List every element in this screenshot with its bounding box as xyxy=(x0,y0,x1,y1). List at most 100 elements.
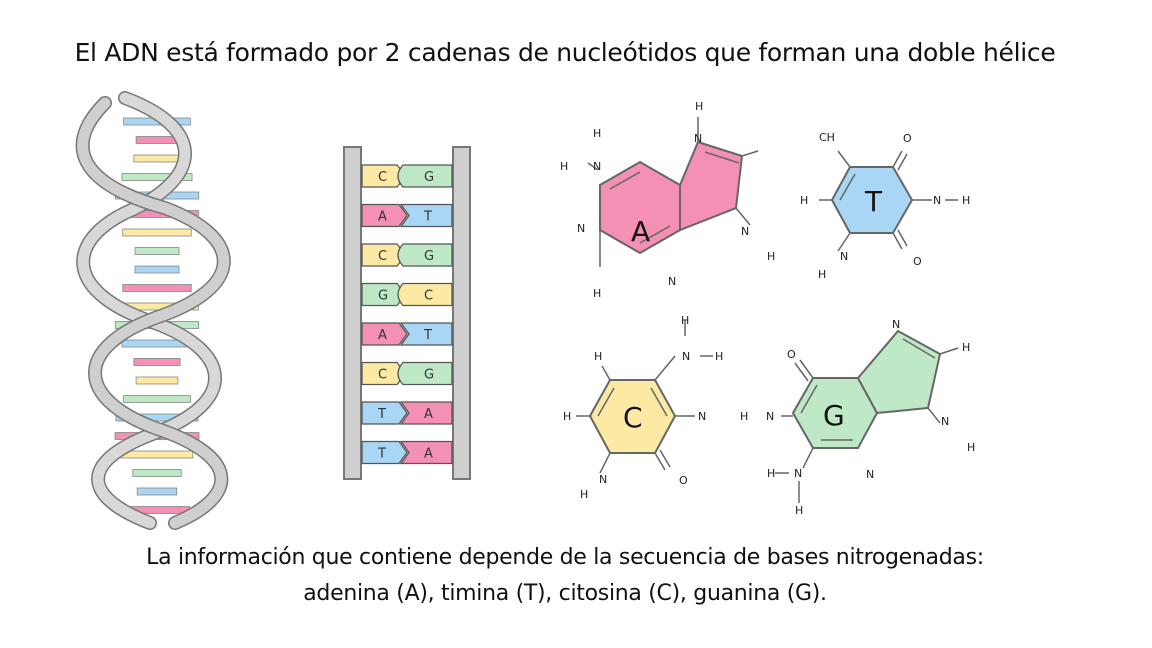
base-T xyxy=(361,401,408,425)
svg-text:H: H xyxy=(795,504,803,517)
cytosine-letter: C xyxy=(623,401,643,434)
svg-text:N: N xyxy=(794,467,802,480)
svg-text:H: H xyxy=(580,488,588,501)
helix-rung xyxy=(132,469,182,477)
helix-rung xyxy=(120,450,194,459)
ladder-label-left: C xyxy=(378,170,387,185)
helix-rungs xyxy=(114,117,200,514)
ladder-label-right: C xyxy=(424,289,433,304)
ladder-label-right: A xyxy=(424,407,433,422)
svg-text:O: O xyxy=(903,132,912,145)
thymine-letter: T xyxy=(864,185,883,218)
ladder-label-right: G xyxy=(424,170,434,185)
helix-rung xyxy=(136,487,178,496)
svg-text:H: H xyxy=(681,314,689,327)
svg-text:H: H xyxy=(962,194,970,207)
base-G xyxy=(397,164,453,188)
base-A xyxy=(399,440,453,465)
helix-rung xyxy=(122,228,192,237)
svg-text:N: N xyxy=(668,275,676,288)
svg-text:O: O xyxy=(913,255,922,268)
ladder-label-right: G xyxy=(424,249,434,264)
base-C xyxy=(397,282,453,307)
ladder-label-left: A xyxy=(378,210,387,225)
base-A xyxy=(361,203,408,228)
helix-rung xyxy=(123,395,191,403)
ladder-backbone-right xyxy=(452,146,471,480)
base-A xyxy=(361,322,408,346)
svg-text:N: N xyxy=(599,473,607,486)
svg-text:H: H xyxy=(767,467,775,480)
footer-text: La información que contiene depende de l… xyxy=(0,540,1130,612)
base-G xyxy=(397,243,453,267)
svg-text:N: N xyxy=(682,350,690,363)
adenine-molecule: A H H N N H N N H N H xyxy=(560,100,775,300)
guanine-molecule: G N H O H N N H H N H N H xyxy=(740,318,975,517)
svg-text:H: H xyxy=(563,410,571,423)
svg-text:N: N xyxy=(593,160,601,173)
svg-text:H: H xyxy=(962,341,970,354)
base-T xyxy=(399,322,453,346)
svg-text:N: N xyxy=(766,410,774,423)
ladder-label-right: G xyxy=(424,368,434,383)
svg-text:H: H xyxy=(594,350,602,363)
base-G xyxy=(397,361,453,386)
ladder-label-right: A xyxy=(424,447,433,462)
svg-text:H: H xyxy=(593,127,601,140)
svg-text:N: N xyxy=(866,468,874,481)
svg-text:H: H xyxy=(818,268,826,281)
svg-text:N: N xyxy=(577,222,585,235)
svg-text:H: H xyxy=(967,441,975,454)
svg-text:O: O xyxy=(679,474,688,487)
ladder-label-left: C xyxy=(378,368,387,383)
svg-text:O: O xyxy=(787,348,796,361)
svg-text:H: H xyxy=(740,410,748,423)
ladder-label-right: T xyxy=(423,210,432,225)
svg-text:N: N xyxy=(694,132,702,145)
helix-rung xyxy=(134,265,180,274)
ladder-backbone-left xyxy=(343,146,362,480)
base-T xyxy=(399,203,453,228)
helix-rung xyxy=(121,173,193,181)
guanine-letter: G xyxy=(823,399,845,432)
svg-text:H: H xyxy=(800,194,808,207)
svg-text:N: N xyxy=(698,410,706,423)
adenine-letter: A xyxy=(631,215,650,248)
thymine-molecule: T CH O H N H N H O xyxy=(800,131,970,281)
helix-rung xyxy=(133,358,181,366)
svg-text:N: N xyxy=(892,318,900,331)
svg-text:H: H xyxy=(695,100,703,113)
svg-text:H: H xyxy=(767,250,775,263)
svg-text:H: H xyxy=(593,287,601,300)
page-title: El ADN está formado por 2 cadenas de nuc… xyxy=(74,38,1056,67)
svg-text:N: N xyxy=(933,194,941,207)
cytosine-molecule: C H H N H H N H N O xyxy=(563,314,723,501)
ladder-label-left: T xyxy=(377,447,386,462)
svg-text:CH: CH xyxy=(819,131,835,144)
ladder-label-left: C xyxy=(378,249,387,264)
svg-text:N: N xyxy=(741,225,749,238)
svg-text:H: H xyxy=(560,160,568,173)
helix-rung xyxy=(133,154,181,163)
base-A xyxy=(399,401,453,425)
helix-rung xyxy=(135,136,179,144)
svg-text:N: N xyxy=(840,250,848,263)
ladder-label-left: G xyxy=(378,289,388,304)
helix-rung xyxy=(134,247,180,255)
helix-rung xyxy=(135,376,179,385)
footer-line-1: La información que contiene depende de l… xyxy=(146,545,984,570)
svg-text:H: H xyxy=(715,350,723,363)
footer-line-2: adenina (A), timina (T), citosina (C), g… xyxy=(303,581,827,606)
ladder-label-right: T xyxy=(423,328,432,343)
ladder-label-left: T xyxy=(377,407,386,422)
ladder-label-left: A xyxy=(378,328,387,343)
